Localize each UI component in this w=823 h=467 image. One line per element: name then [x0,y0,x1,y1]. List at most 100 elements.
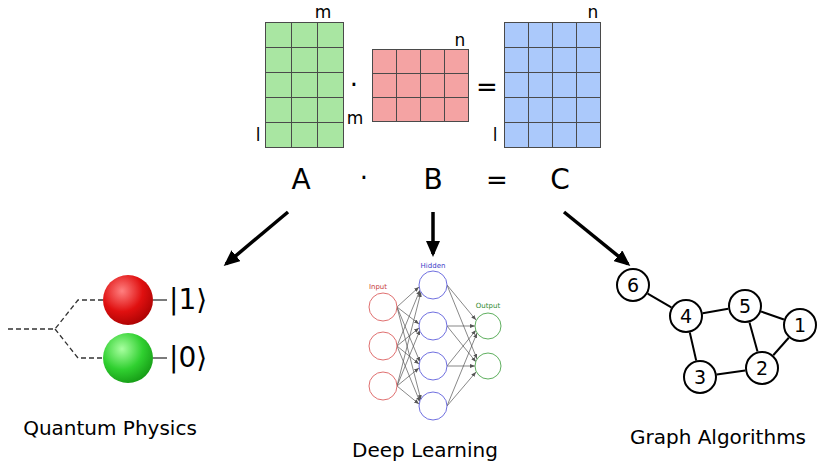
application-arrow [431,212,435,254]
matrix-cell [318,23,344,48]
matrix-cell [577,48,601,73]
matrix-name: A [291,166,310,194]
dimension-label: l [493,127,498,144]
dashed-wire [55,329,103,358]
input-neuron [369,332,397,360]
ket-label: |0⟩ [169,344,207,372]
dashed-wire [8,300,103,329]
matrix-cell [529,98,553,123]
matrix-cell [266,73,292,98]
graph-edge [690,333,696,361]
input-neuron [369,293,397,321]
matrix-cells [265,22,343,147]
matrix-cell [266,23,292,48]
vertex-number: 6 [627,276,639,295]
graph-edge [648,294,672,308]
synapse-arrow [447,326,475,327]
synapse-arrow [397,307,421,400]
hidden-neuron [419,352,447,380]
matrix-cell [553,98,577,123]
matrix-cell [445,74,469,98]
graph-edge [717,370,745,374]
application-arrows [226,212,628,264]
graph-vertex: 3 [683,360,717,394]
qubit-ball: |0⟩ [103,333,153,383]
ket-label: |1⟩ [169,286,207,314]
matrix-cell [505,123,529,148]
matrix-cell [553,123,577,148]
matrix-cell [577,98,601,123]
matrix-name: B [423,166,442,194]
matrix-cell [505,23,529,48]
matrix-cell [421,50,445,74]
matrix-cell [505,98,529,123]
synapse-arrow [447,333,477,406]
synapse-arrow [447,366,475,367]
dimension-label: l [256,127,261,144]
hidden-neuron [419,392,447,420]
operator-symbol: = [486,167,508,193]
synapse-arrow [447,326,476,362]
matrix-cell [292,123,318,148]
matrix-grid: mlA [265,22,343,147]
matrix-cell [373,74,397,98]
synapse-arrow [447,330,476,366]
layer-label: Input [369,284,387,291]
matrix-cell [553,73,577,98]
matrix-cell [529,48,553,73]
dimension-label: n [455,32,466,49]
ket-lead [153,357,167,358]
layer-label: Hidden [421,263,446,270]
application-arrow [564,212,628,264]
matrix-grid: nmB [372,49,468,121]
matrix-cell [318,98,344,123]
matrix-cell [292,48,318,73]
matrix-cell [292,23,318,48]
matrix-cell [421,98,445,122]
matrix-cell [373,50,397,74]
vertex-number: 5 [739,297,751,316]
matrix-cell [577,123,601,148]
matrix-cell [445,98,469,122]
matrix-cells [504,22,600,147]
qubit-ball: |1⟩ [103,275,153,325]
matrix-cell [318,123,344,148]
matrix-cell [445,50,469,74]
matrix-cell [373,98,397,122]
application-arrow [226,212,288,264]
matrix-cell [397,74,421,98]
input-neuron [369,372,397,400]
hidden-neuron [419,312,447,340]
vertex-number: 1 [794,316,806,335]
graph-edge [703,309,728,313]
matrix-cell [397,50,421,74]
matrix-cell [553,48,577,73]
output-neuron [475,313,501,339]
matrix-cell [266,123,292,148]
graph-edge [761,312,784,320]
graph-edge [749,322,757,351]
synapse-arrow [397,368,419,386]
matrix-cell [577,23,601,48]
synapse-arrow [397,330,420,386]
vertex-number: 3 [694,368,706,387]
matrix-cell [505,48,529,73]
matrix-cell [292,98,318,123]
matrix-cell [292,73,318,98]
matrix-cell [421,74,445,98]
synapse-arrow [397,287,419,307]
operator-symbol: = [476,74,498,100]
hidden-neuron [419,271,447,299]
neuron-layers [369,271,501,420]
graph-vertex: 1 [783,308,817,342]
graph-vertex: 2 [745,351,779,385]
vertex-number: 2 [756,359,768,378]
matrix-cell [577,73,601,98]
matrix-cell [529,123,553,148]
synapse-arrow [447,285,476,320]
dimension-label: m [315,4,332,21]
layer-label: Output [476,303,500,310]
graph-vertex: 4 [669,299,703,333]
operator-symbol: · [350,72,358,98]
